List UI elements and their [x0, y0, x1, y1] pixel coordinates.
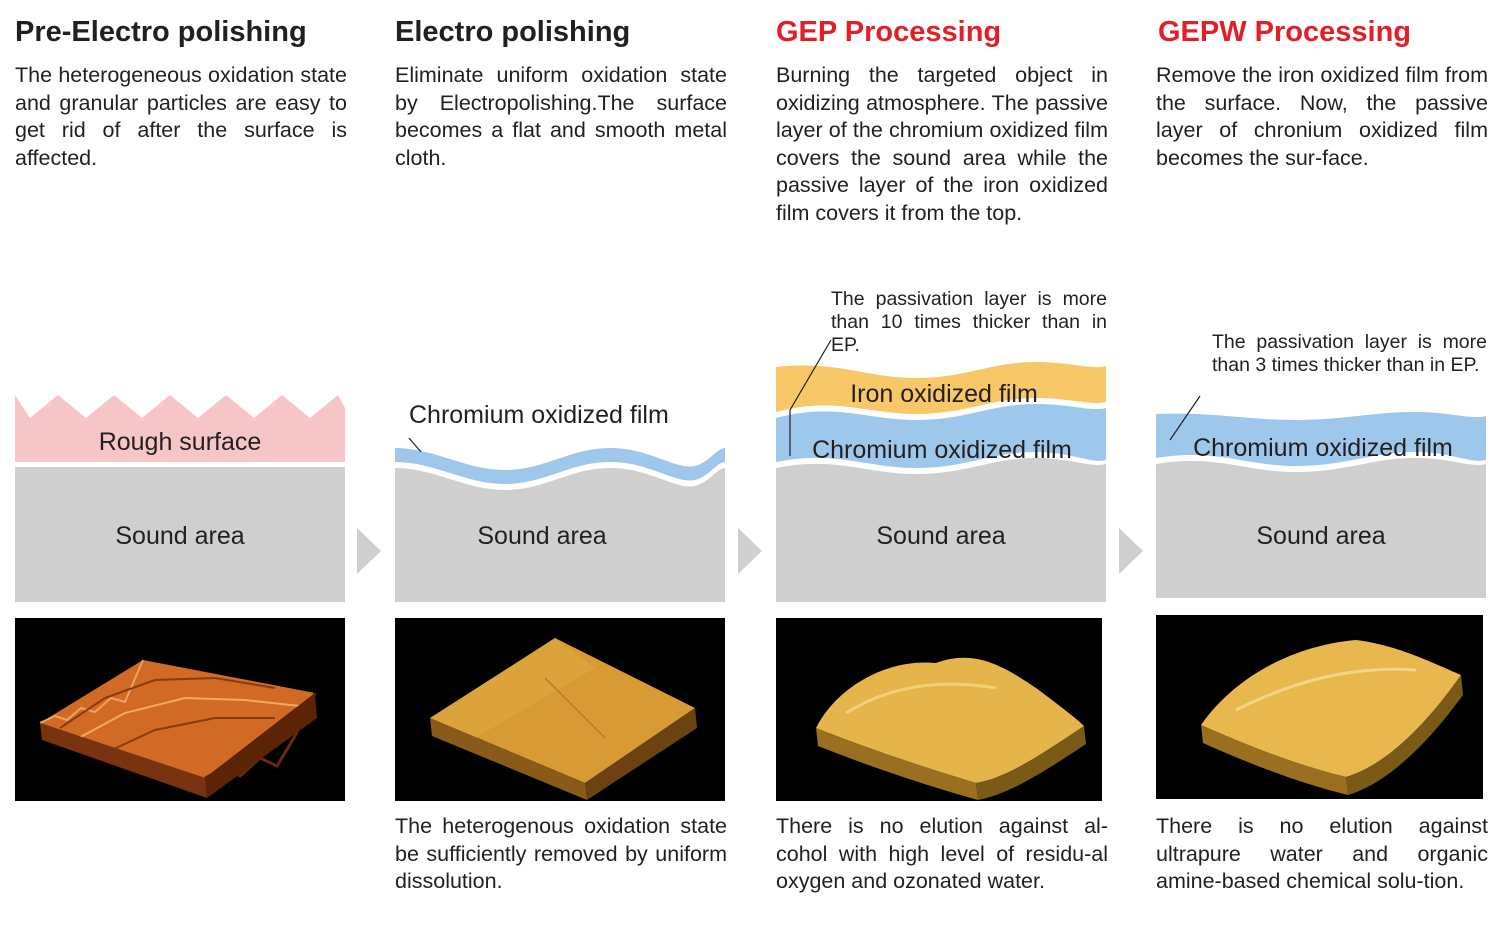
afm-surface-image — [776, 618, 1102, 801]
afm-surface-image — [1156, 615, 1483, 799]
chevron-right-arrow-icon — [357, 528, 381, 574]
chromium-oxidized-film-layer — [395, 448, 725, 484]
stage-description: Remove the iron oxidized film from the s… — [1156, 63, 1488, 170]
cross-section-diagram — [776, 339, 1106, 602]
afm-surface-image — [15, 618, 345, 801]
stage-pre-electro-polishing: Pre-Electro polishing The heterogeneous … — [15, 0, 347, 949]
rough-surface-label: Rough surface — [98, 428, 262, 456]
chromium-oxidized-film-layer — [776, 404, 1106, 468]
iron-oxidized-film-layer — [776, 362, 1106, 414]
stage-title: GEP Processing — [776, 16, 1002, 48]
chromium-film-label: Chromium oxidized film — [812, 436, 1072, 464]
afm-surface-image — [395, 618, 725, 801]
chevron-right-arrow-icon — [1119, 528, 1143, 574]
sound-area-block — [776, 458, 1106, 602]
cross-section-diagram — [395, 437, 725, 602]
stage-electro-polishing: Electro polishing Eliminate uniform oxid… — [395, 0, 727, 949]
stage-gepw-processing: GEPW Processing Remove the iron oxidized… — [1156, 0, 1488, 949]
chromium-film-label: Chromium oxidized film — [1193, 434, 1453, 462]
passivation-note: The passivation layer is more than 10 ti… — [831, 288, 1107, 356]
stage-result-text: There is no elution against al-cohol wit… — [776, 814, 1108, 893]
cross-section-diagram — [15, 395, 345, 602]
chromium-film-label: Chromium oxidized film — [409, 401, 669, 429]
sound-area-label: Sound area — [115, 522, 245, 550]
sound-area-block — [395, 468, 725, 602]
sound-area-label: Sound area — [876, 522, 1006, 550]
sound-area-label: Sound area — [477, 522, 607, 550]
label-leader-line — [1169, 395, 1201, 441]
stage-description: The heterogeneous oxidation state and gr… — [15, 63, 347, 170]
label-leader-line — [789, 339, 832, 456]
sound-area-block — [1156, 458, 1486, 598]
stage-result-text: The heterogenous oxidation state be suff… — [395, 814, 727, 893]
stage-title: Electro polishing — [395, 16, 631, 48]
stage-title: GEPW Processing — [1158, 16, 1412, 48]
label-leader-line — [408, 437, 422, 453]
passivation-note: The passivation layer is more than 3 tim… — [1212, 331, 1487, 376]
iron-film-label: Iron oxidized film — [850, 380, 1038, 408]
stage-description: Eliminate uniform oxidation state by Ele… — [395, 63, 727, 170]
stage-description: Burning the targeted object in oxidizing… — [776, 63, 1108, 225]
cross-section-diagram — [1156, 395, 1486, 598]
stage-gep-processing: GEP Processing Burning the targeted obje… — [776, 0, 1108, 949]
stage-result-text: There is no elution against ultrapure wa… — [1156, 814, 1488, 893]
stage-title: Pre-Electro polishing — [15, 16, 307, 48]
sound-area-block — [15, 467, 345, 602]
rough-surface-layer — [15, 395, 345, 462]
chromium-oxidized-film-layer — [1156, 412, 1486, 466]
sound-area-label: Sound area — [1256, 522, 1386, 550]
chevron-right-arrow-icon — [738, 528, 762, 574]
